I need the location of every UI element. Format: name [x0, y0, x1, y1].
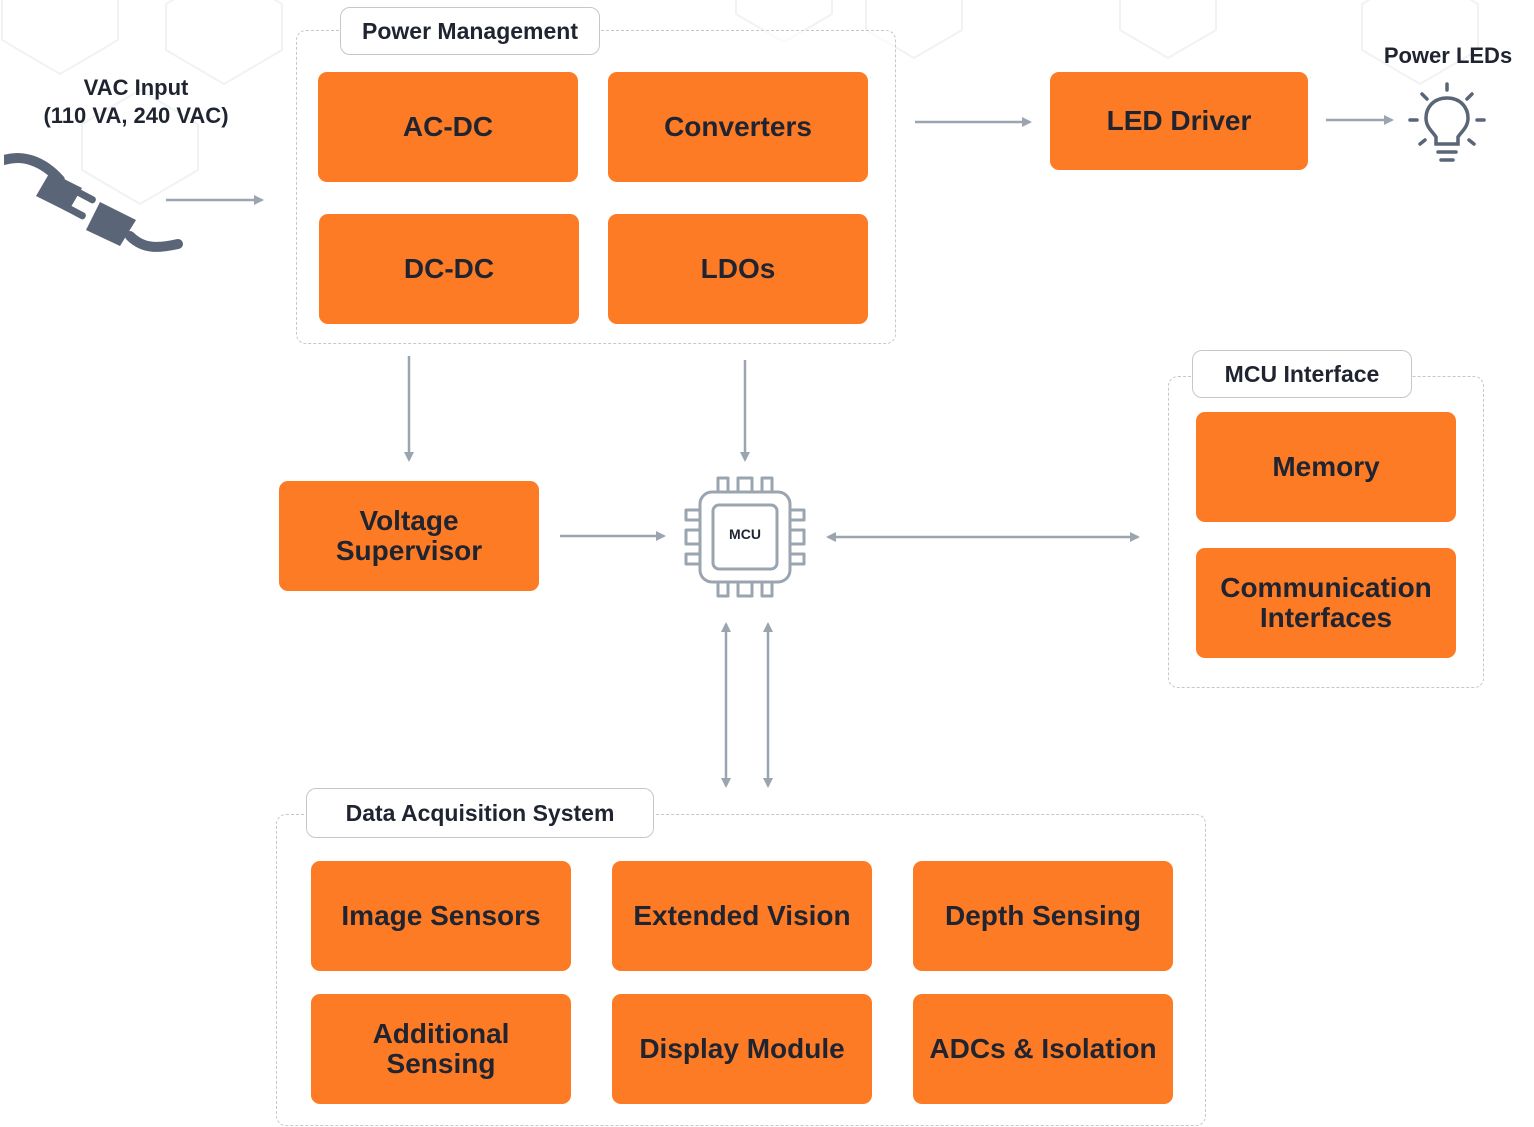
block-adcs-isolation: ADCs & Isolation	[913, 994, 1173, 1104]
block-ac-dc: AC-DC	[318, 72, 578, 182]
block-memory: Memory	[1196, 412, 1456, 522]
chip-icon	[684, 476, 806, 598]
power-management-title: Power Management	[340, 7, 600, 55]
block-converters: Converters	[608, 72, 868, 182]
block-image-sensors: Image Sensors	[311, 861, 571, 971]
block-extended-vision: Extended Vision	[612, 861, 872, 971]
data-acquisition-title: Data Acquisition System	[306, 788, 654, 838]
mcu-interface-title: MCU Interface	[1192, 350, 1412, 398]
block-additional-sensing: Additional Sensing	[311, 994, 571, 1104]
block-ldos: LDOs	[608, 214, 868, 324]
block-depth-sensing: Depth Sensing	[913, 861, 1173, 971]
input-label: VAC Input (110 VA, 240 VAC)	[43, 75, 229, 128]
mcu-label: MCU	[729, 526, 761, 542]
power-leds-label: Power LEDs	[1383, 43, 1513, 68]
block-communication-interfaces: Communication Interfaces	[1196, 548, 1456, 658]
plug-icon	[4, 153, 183, 252]
lightbulb-icon	[1408, 82, 1486, 162]
block-dc-dc: DC-DC	[319, 214, 579, 324]
block-voltage-supervisor: Voltage Supervisor	[279, 481, 539, 591]
block-led-driver: LED Driver	[1050, 72, 1308, 170]
block-display-module: Display Module	[612, 994, 872, 1104]
